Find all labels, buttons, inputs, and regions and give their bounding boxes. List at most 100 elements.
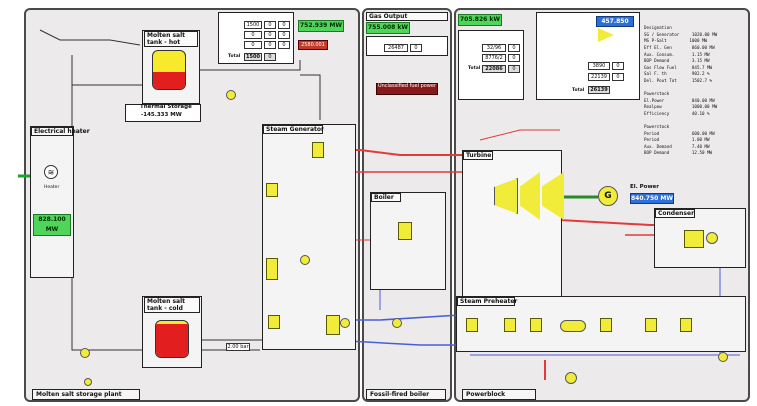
powerblock-footer: Powerblock [462, 389, 536, 400]
storage-table-cell: 1500 [244, 21, 262, 29]
condensate-pump[interactable] [718, 352, 728, 362]
stats-line: Gas Flow Fuel 845.7 MW [644, 65, 746, 72]
stats-line: Period 600.00 MW [644, 131, 746, 138]
powerblock-table-cell: 8776/2 [482, 54, 506, 62]
steam-gen-heater-2[interactable] [266, 183, 278, 197]
boiler-header: Gas Output [366, 12, 448, 21]
stats-line: El.Power 840.00 MW [644, 98, 746, 105]
condenser-unit[interactable] [684, 230, 704, 248]
stats-line: Efficiency 40.10 % [644, 111, 746, 118]
preheater-2[interactable] [504, 318, 516, 332]
cold-tank[interactable] [155, 320, 189, 358]
thermal-storage-label: Thermal Storage [140, 104, 192, 111]
storage-table-total-label: Total [228, 54, 240, 59]
steam-gen-drum[interactable] [326, 315, 340, 335]
thermal-storage-value: -145.333 MW [141, 112, 182, 119]
stats-line [644, 85, 746, 92]
summary-cell: 0 [612, 73, 624, 81]
boiler-table-label: 26487 [384, 44, 408, 52]
stats-line: Aux. Consum. 1.15 MW [644, 52, 746, 59]
stats-line: Realpow 1000.00 MW [644, 104, 746, 111]
powerblock-header-value: 705.826 kW [458, 14, 502, 26]
storage-table-cell: 0 [264, 31, 276, 39]
stats-line: BOP Demand 12.50 MW [644, 150, 746, 157]
salt-line [40, 30, 140, 45]
steam-gen-pump[interactable] [300, 255, 310, 265]
stats-line: SG / Generator 1020.00 MW [644, 32, 746, 39]
heater-title: Electrical heater [31, 127, 73, 136]
boiler-power-value: 755.008 kW [366, 22, 410, 34]
summary-total-label: Total [572, 88, 584, 93]
powerblock-table-cell: 0 [508, 54, 520, 62]
storage-table-cell: 0 [264, 21, 276, 29]
storage-table-cell: 0 [244, 31, 262, 39]
heater-icon[interactable]: ≋ [44, 165, 58, 179]
preheater-6[interactable] [680, 318, 692, 332]
storage-pump-cold[interactable] [80, 348, 90, 358]
steam-generator-title: Steam Generator [263, 125, 323, 134]
hot-tank-title: Molten salt tank - hot [144, 31, 198, 47]
stats-line: Designation [644, 25, 746, 32]
steam-gen-heater-3[interactable] [266, 258, 278, 280]
summary-gauge-value: 457.850 [596, 16, 634, 27]
stats-line [644, 118, 746, 125]
storage-table-total-extra: 0 [264, 53, 276, 61]
steam-gen-heater-1[interactable] [312, 142, 324, 158]
preheater-title: Steam Preheater [457, 297, 515, 306]
storage-table-cell: 0 [264, 41, 276, 49]
salt-line [300, 75, 320, 120]
electrical-heater-box [30, 126, 74, 278]
steam-gen-heater-4[interactable] [268, 315, 280, 329]
storage-footer: Molten salt storage plant [32, 389, 140, 400]
boiler-warning: Unclassified fuel power [376, 83, 438, 95]
storage-table-cell: 0 [278, 41, 290, 49]
heater-value: 828.100 MW [33, 214, 71, 236]
storage-power-value: 752.939 MW [298, 20, 344, 32]
stats-line: BOP Demand 3.15 MW [644, 58, 746, 65]
storage-pump-hot[interactable] [226, 90, 236, 100]
stats-line: Powerstock [644, 91, 746, 98]
el-power-value: 840.750 MW [630, 193, 674, 204]
summary-cell: 22139 [588, 73, 610, 81]
storage-power-red: 2580.001 [298, 40, 328, 50]
hot-tank[interactable] [152, 50, 186, 90]
generator[interactable]: G [598, 186, 618, 206]
boiler-title: Boiler [371, 193, 401, 202]
summary-cell: 0 [612, 62, 624, 70]
preheater-1[interactable] [466, 318, 478, 332]
storage-table-total: 1500 [244, 53, 262, 61]
turbine-title: Turbine [463, 151, 493, 160]
boiler-box [370, 192, 446, 290]
summary-cell: 3890 [588, 62, 610, 70]
boiler-table-val: 0 [410, 44, 422, 52]
powerblock-total-extra: 0 [508, 65, 520, 73]
preheater-4[interactable] [600, 318, 612, 332]
steam-line [480, 130, 560, 140]
powerblock-table-cell: 0 [508, 44, 520, 52]
storage-pump-cold-2[interactable] [84, 378, 92, 386]
feed-pump[interactable] [565, 372, 577, 384]
boiler-footer: Fossil-fired boiler [366, 389, 446, 400]
cold-tank-title: Molten salt tank - cold [144, 297, 200, 313]
valve-label: 2.00 bar [226, 343, 250, 351]
preheater-3[interactable] [530, 318, 542, 332]
stats-line: Sal F. th 902.2 % [644, 71, 746, 78]
turbine-box [462, 150, 562, 310]
boiler-pump[interactable] [392, 318, 402, 328]
stats-line: Del. Pout Tot 1502.7 % [644, 78, 746, 85]
summary-total: 26139 [588, 86, 610, 94]
powerblock-total: 22086 [482, 65, 506, 73]
condenser-title: Condenser [655, 209, 695, 218]
el-power-label: El. Power [630, 184, 659, 191]
boiler-burner[interactable] [398, 222, 412, 240]
heater-sub: Heater [44, 185, 59, 190]
preheater-5[interactable] [645, 318, 657, 332]
stats-line: MS P-Salt 1000 MW [644, 38, 746, 45]
stats-line: Eff El. Gen 860.00 MW [644, 45, 746, 52]
stats-line: Powerstock [644, 124, 746, 131]
steam-gen-pump-2[interactable] [340, 318, 350, 328]
condenser-pump[interactable] [706, 232, 718, 244]
storage-table-cell: 0 [244, 41, 262, 49]
deaerator[interactable] [560, 320, 586, 332]
